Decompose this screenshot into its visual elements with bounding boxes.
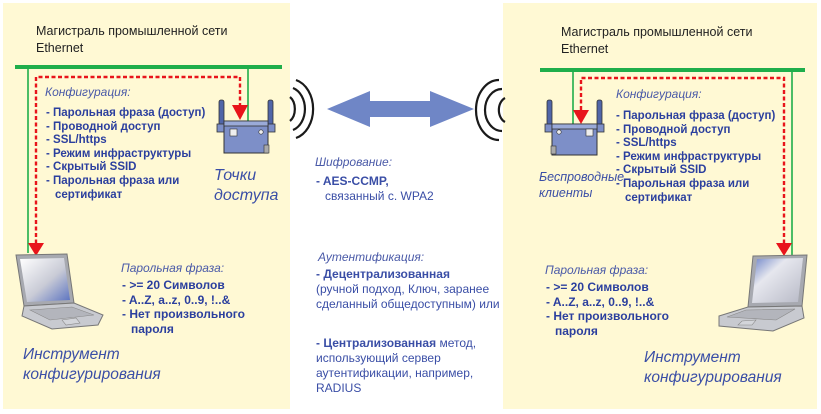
left-laptop-icon [15,253,104,330]
auth-centralized-title: - Централизованная [316,336,437,350]
access-points-label: Точки доступа [214,166,278,206]
list-item: - Парольная фраза или сертификат [616,177,750,204]
wireless-clients-label-line-1: Беспроводные [539,170,625,184]
left-config-list: - Парольная фраза (доступ) - Проводной д… [46,107,205,202]
right-laptop-icon [718,254,808,332]
left-config-tool-label-line-1: Инструмент [23,346,120,363]
list-item: - Режим инфраструктуры [616,150,762,163]
right-config-arrow-to-laptop [776,243,792,256]
right-wireless-waves-icon [474,78,506,142]
wireless-client-icon [544,99,605,156]
encryption-method: - AES-CCMP, [316,174,389,188]
access-points-label-line-2: доступа [214,187,279,204]
wireless-clients-label: Беспроводные клиенты [539,169,624,201]
right-config-arrow-to-client [573,110,589,124]
left-backbone-title-line-2: Ethernet [36,41,84,55]
list-item: - Парольная фраза (доступ) [46,107,206,119]
right-backbone-title-line-1: Магистраль промышленной сети [561,25,753,39]
auth-decentralized-title: - Децентрализованная [316,267,450,281]
list-item: - Проводной доступ [616,123,731,136]
wireless-clients-label-line-2: клиенты [539,186,593,200]
access-point-side-panel [3,3,290,409]
right-config-list: - Парольная фраза (доступ) - Проводной д… [616,110,775,205]
left-passphrase-list: - >= 20 Символов - A..Z, a..z, 0..9, !..… [122,278,266,336]
auth-decentralized: - Децентрализованная (ручной подход, Клю… [316,267,508,312]
left-config-arrow-to-ap [232,105,248,120]
left-config-tool-label-line-2: конфигурирования [23,366,161,383]
list-item: - Проводной доступ [46,120,161,133]
right-passphrase-header: Парольная фраза: [545,263,649,277]
list-item: - Скрытый SSID [616,164,707,177]
authentication-header: Аутентификация: [318,250,425,264]
access-points-label-line-1: Точки [214,167,257,184]
right-config-tool-label-line-1: Инструмент [644,349,741,366]
list-item: - Скрытый SSID [46,161,137,174]
right-config-header: Конфигурация: [616,87,702,101]
list-item: - Нет произвольного пароля [546,309,669,338]
left-config-path [34,75,242,250]
left-backbone-title-line-1: Магистраль промышленной сети [36,24,228,38]
list-item: - Нет произвольного пароля [122,307,245,336]
list-item: - Парольная фраза (доступ) [616,110,776,122]
list-item: - A..Z, a..z, 0..9, !..& [122,292,231,307]
list-item: - SSL/https [46,134,107,147]
right-passphrase-list: - >= 20 Символов - A..Z, a..z, 0..9, !..… [546,280,690,338]
right-backbone-title: Магистраль промышленной сети Ethernet [561,24,752,58]
left-config-arrow-to-laptop [28,243,44,256]
left-backbone-title: Магистраль промышленной сети Ethernet [36,23,227,57]
left-config-header: Конфигурация: [45,85,131,99]
list-item: - Парольная фраза или сертификат [46,174,180,201]
list-item: - >= 20 Символов [122,278,225,292]
left-passphrase-header: Парольная фраза: [121,261,225,275]
encryption-note: связанный с. WPA2 [325,189,434,203]
right-config-tool-label: Инструмент конфигурирования [644,348,782,388]
auth-centralized-desc: метод, использующий сервер аутентификаци… [316,336,477,395]
left-config-tool-label: Инструмент конфигурирования [23,345,161,385]
auth-centralized: - Централизованная метод, использующий с… [316,336,508,396]
list-item: - Режим инфраструктуры [46,147,192,160]
auth-decentralized-desc: (ручной подход, Ключ, заранее сделанный … [316,282,500,311]
right-config-path [579,76,786,250]
wireless-link-double-arrow [327,91,474,127]
encryption-header: Шифрование: [315,155,393,169]
list-item: - >= 20 Символов [546,280,649,294]
list-item: - SSL/https [616,137,677,150]
left-wireless-waves-icon [289,78,315,140]
list-item: - A..Z, a..z, 0..9, !..& [546,294,655,309]
access-point-icon [216,99,276,154]
right-backbone-title-line-2: Ethernet [561,42,609,56]
right-config-tool-label-line-2: конфигурирования [644,369,782,386]
